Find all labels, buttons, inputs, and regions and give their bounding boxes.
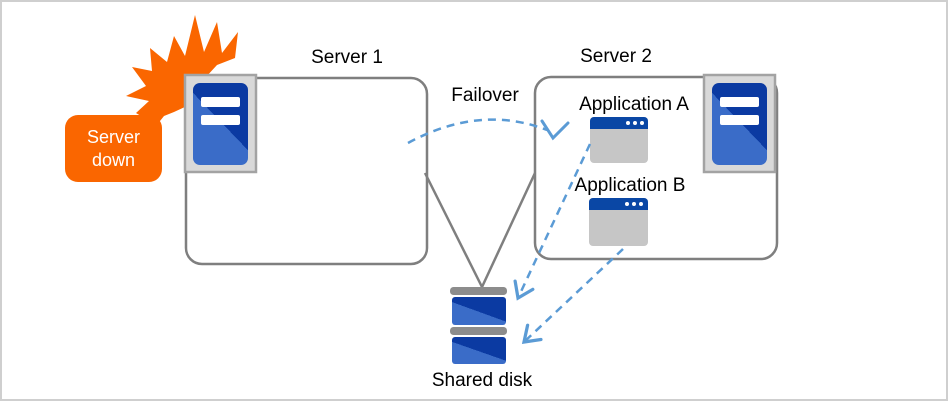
failover-arrow-icon (407, 118, 548, 145)
server-icon-slot (201, 115, 240, 125)
app-a-window-icon (590, 117, 648, 163)
app-b-window-icon (589, 198, 648, 246)
app-a-to-disk-arrow (513, 143, 592, 301)
server-icon-slot (201, 97, 240, 107)
failover-arrowhead-icon (540, 119, 570, 141)
server2-label: Server 2 (580, 46, 652, 67)
server-down-callout (65, 115, 162, 182)
server2-disk-line (480, 172, 537, 288)
server-icon-slot (720, 97, 759, 107)
failover-label: Failover (451, 85, 519, 106)
server1-icon (183, 73, 258, 174)
callout-line1: Server (86, 126, 140, 147)
application-a-label: Application A (579, 94, 689, 115)
shared-disk-icon (450, 287, 507, 364)
explosion-icon (126, 15, 238, 124)
server1-label: Server 1 (311, 47, 383, 68)
application-b-label: Application B (574, 175, 686, 196)
server1-disk-line (423, 172, 484, 288)
shared-disk-label: Shared disk (431, 370, 533, 391)
callout-line2: down (91, 149, 136, 170)
server-icon-slot (720, 115, 759, 125)
server-down-callout-text: Server down (65, 115, 162, 182)
server2-icon (702, 73, 777, 174)
app-b-to-disk-arrow (521, 248, 624, 344)
